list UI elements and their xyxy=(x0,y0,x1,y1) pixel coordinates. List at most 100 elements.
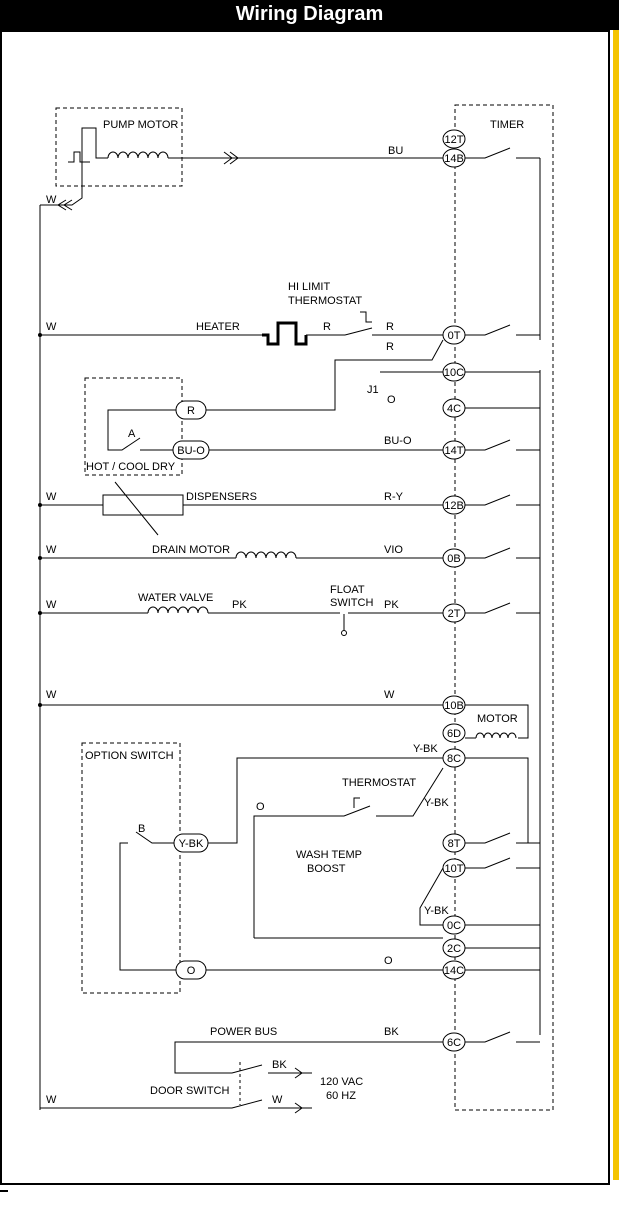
y-bk-feed xyxy=(208,757,443,844)
wire-label-r2: R xyxy=(386,321,394,333)
connector-arrow-w xyxy=(57,199,73,211)
module-terminal-label: BU-O xyxy=(177,445,205,457)
timer-switch xyxy=(465,147,540,159)
terminal-6d xyxy=(442,723,466,743)
door-switch-label: DOOR SWITCH xyxy=(150,1085,229,1097)
terminal-label: 14B xyxy=(444,153,464,165)
wire-label-w-drain: W xyxy=(46,544,57,556)
wire-label-o: O xyxy=(387,394,396,406)
wire-label-w-dispensers: W xyxy=(46,491,57,503)
supply-arrows xyxy=(294,1067,303,1114)
pump-motor-box xyxy=(55,107,183,187)
wire-label-vio: VIO xyxy=(384,544,403,556)
pump-motor-coil xyxy=(107,151,169,159)
timer-switch xyxy=(465,857,540,869)
option-switch-contacts xyxy=(119,831,176,971)
module-terminal-bu-o xyxy=(172,440,210,460)
terminal-label: 2T xyxy=(448,608,461,620)
wire-label-bu: BU xyxy=(388,145,403,157)
timer-switch xyxy=(465,1031,540,1043)
title-bar: Wiring Diagram xyxy=(0,0,619,30)
module-terminal-label: R xyxy=(187,405,195,417)
heater-label: HEATER xyxy=(196,321,240,333)
float-switch-contact xyxy=(341,630,347,636)
terminal-label: 14C xyxy=(444,965,464,977)
module-terminal-o xyxy=(175,960,207,980)
terminal-10c xyxy=(442,362,466,382)
wire-label-y-bk-3: Y-BK xyxy=(424,905,449,917)
wash-temp-label-2: BOOST xyxy=(307,863,346,875)
module-terminal-r xyxy=(175,400,207,420)
pump-lead xyxy=(81,127,108,163)
switch-label-b: B xyxy=(138,823,145,835)
supply-label-2: 60 HZ xyxy=(326,1090,356,1102)
terminal-label: 12B xyxy=(444,500,464,512)
option-switch-box xyxy=(81,742,181,994)
wire-label-bu-o: BU-O xyxy=(384,435,412,447)
r-feed-wire xyxy=(206,339,444,411)
timer-label: TIMER xyxy=(490,119,524,131)
terminal-14c xyxy=(442,960,466,980)
wire-label-bk-1: BK xyxy=(384,1026,399,1038)
terminal-label: 4C xyxy=(447,403,461,415)
module-terminals: R BU-O Y-BK O xyxy=(172,400,210,980)
power-bus-label: POWER BUS xyxy=(210,1026,277,1038)
terminal-4c xyxy=(442,398,466,418)
wire-label-y-bk-1: Y-BK xyxy=(413,743,438,755)
hot-cool-dry-box xyxy=(84,377,183,476)
terminal-12t xyxy=(442,129,466,149)
thermostat-symbol xyxy=(353,797,360,808)
supply-label-1: 120 VAC xyxy=(320,1076,363,1088)
module-terminal-y-bk xyxy=(173,833,209,853)
motor-feed xyxy=(465,704,529,739)
float-switch-label-2: SWITCH xyxy=(330,597,373,609)
hot-cool-dry-switch xyxy=(107,409,176,451)
hi-limit-label-1: HI LIMIT xyxy=(288,281,330,293)
terminal-label: 8C xyxy=(447,753,461,765)
dispensers-thermal-arrow xyxy=(114,481,159,536)
terminal-label: 2C xyxy=(447,943,461,955)
drain-motor-coil xyxy=(235,551,297,559)
option-switch-label: OPTION SWITCH xyxy=(85,750,174,762)
door-switch-upper xyxy=(231,1064,312,1074)
timer-switch xyxy=(465,547,540,559)
wire-label-w-10b: W xyxy=(46,689,57,701)
timer-terminals: 12T14B0T10C4C14T12B0B2T10B6D8C8T10T0C2C1… xyxy=(442,129,466,1052)
wire-label-pk-2: PK xyxy=(384,599,399,611)
module-terminal-label: O xyxy=(187,965,196,977)
page-corner-mark xyxy=(0,1190,8,1192)
drain-motor-label: DRAIN MOTOR xyxy=(152,544,230,556)
wire-label-o-wash: O xyxy=(256,801,265,813)
wash-temp-label-1: WASH TEMP xyxy=(296,849,362,861)
wire-label-r-y: R-Y xyxy=(384,491,404,503)
connector-arrow xyxy=(223,151,239,165)
wire-label-o-bottom: O xyxy=(384,955,393,967)
terminal-label: 10B xyxy=(444,700,464,712)
float-switch xyxy=(330,612,360,630)
wire-label-w-valve: W xyxy=(46,599,57,611)
timer-switch xyxy=(465,324,540,336)
wire-label-w-10b-right: W xyxy=(384,689,395,701)
dispensers-label: DISPENSERS xyxy=(186,491,257,503)
timer-contacts xyxy=(465,147,540,1043)
wire-label-w-heater: W xyxy=(46,321,57,333)
pump-w-lead xyxy=(40,163,83,206)
terminal-label: 14T xyxy=(445,445,464,457)
door-switch-lower xyxy=(40,1099,312,1109)
terminal-label: 12T xyxy=(445,134,464,146)
heater-element xyxy=(262,321,308,346)
wash-temp-thermostat-circuit xyxy=(253,767,444,938)
module-terminal-label: Y-BK xyxy=(179,838,204,850)
page-edge-stripe xyxy=(613,30,619,1180)
wire-label-r3: R xyxy=(386,341,394,353)
motor-coil xyxy=(475,732,517,739)
page-title: Wiring Diagram xyxy=(235,3,384,25)
pump-heater-symbol xyxy=(68,151,90,163)
terminal-label: 6D xyxy=(447,728,461,740)
hi-limit-label-2: THERMOSTAT xyxy=(288,295,362,307)
wire-label-r1: R xyxy=(323,321,331,333)
water-valve-label: WATER VALVE xyxy=(138,592,213,604)
hot-cool-dry-label: HOT / COOL DRY xyxy=(86,461,176,473)
timer-box xyxy=(454,104,554,1111)
